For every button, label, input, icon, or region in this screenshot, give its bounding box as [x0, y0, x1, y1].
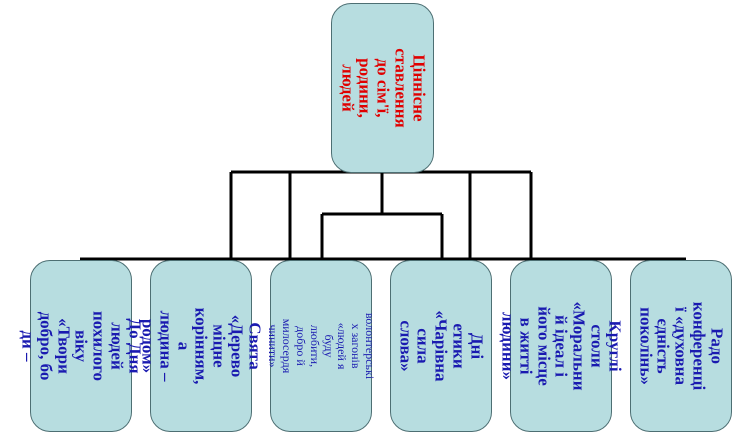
child-node-label: Радо конференці ї «духовна єдність покол… [636, 301, 727, 391]
child-node-label: До Дня людей похилого віку «Твори добро,… [18, 310, 145, 382]
child-node-volunteers: волонтерськi х загонiв «людей я буду люб… [267, 260, 377, 432]
child-node-conferences: Радо конференці ї «духовна єдність покол… [630, 260, 732, 432]
child-node-family-tree: Свята «Дерево міцне корінням, а людина –… [138, 260, 264, 432]
root-node: Ціннісне ставлення до сім'ї, родини, люд… [331, 3, 434, 173]
child-node-label: волонтерськi х загонiв «людей я буду люб… [266, 312, 378, 380]
child-node-round-tables: Круглі столи «Моральни й ідеал і його мі… [498, 260, 624, 432]
child-node-label: Свята «Дерево міцне корінням, а людина –… [138, 307, 265, 385]
child-node-label: Дні етики «Чарівна сила слова» [396, 310, 487, 382]
child-node-ethics-days: Дні етики «Чарівна сила слова» [390, 260, 492, 432]
child-node-elderly-day: До Дня людей похилого віку «Твори добро,… [18, 260, 144, 432]
child-node-label: Круглі столи «Моральни й ідеал і його мі… [498, 301, 625, 391]
root-node-label: Ціннісне ставлення до сім'ї, родини, люд… [337, 48, 429, 128]
